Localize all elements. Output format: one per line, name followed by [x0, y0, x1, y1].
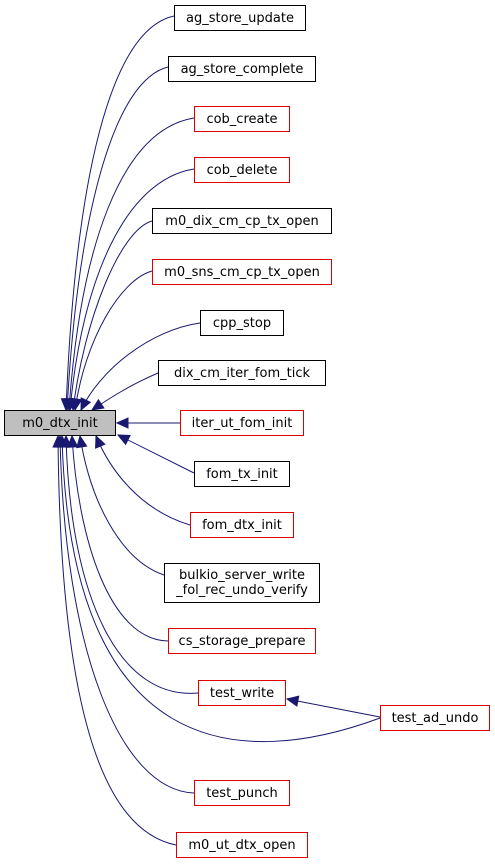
caller-node[interactable]: bulkio_server_write_fol_rec_undo_verify [164, 563, 320, 603]
caller-node[interactable]: cob_delete [194, 157, 290, 183]
node-label: bulkio_server_write [178, 568, 306, 583]
node-label: test_ad_undo [391, 710, 479, 726]
node-label: m0_sns_cm_cp_tx_open [164, 264, 320, 280]
edge-n16-to-root [57, 435, 177, 846]
edge-n14-to-n13 [286, 698, 381, 718]
node-label: ag_store_complete [180, 61, 304, 77]
root-node: m0_dtx_init [4, 410, 116, 436]
edge-n10-to-root [95, 435, 191, 526]
caller-node[interactable]: m0_ut_dtx_open [176, 832, 308, 858]
edge-arrowhead [95, 434, 106, 449]
edge-n4-to-root [72, 220, 153, 411]
edge-arrowhead [90, 398, 105, 411]
node-label: test_punch [206, 785, 278, 801]
caller-node[interactable]: ag_store_complete [168, 56, 316, 82]
caller-node[interactable]: fom_dtx_init [190, 512, 294, 538]
caller-node[interactable]: m0_sns_cm_cp_tx_open [152, 259, 332, 285]
node-label: cpp_stop [212, 315, 272, 331]
caller-node[interactable]: m0_dix_cm_cp_tx_open [152, 208, 332, 234]
node-label: _fol_rec_undo_verify [176, 583, 308, 598]
caller-node[interactable]: cpp_stop [200, 310, 284, 336]
caller-node[interactable]: ag_store_update [174, 5, 306, 31]
edge-n14-to-root [61, 435, 381, 743]
edge-n6-to-root [80, 322, 201, 411]
node-label: test_write [209, 685, 275, 701]
edge-n3-to-root [69, 168, 195, 411]
edge-arrowhead [80, 397, 92, 412]
node-label: ag_store_update [186, 10, 294, 26]
caller-node[interactable]: cob_create [194, 106, 290, 132]
caller-node[interactable]: cs_storage_prepare [168, 628, 316, 654]
edge-n9-to-root [117, 434, 195, 474]
node-label: m0_dtx_init [22, 415, 98, 431]
edge-arrowhead [76, 434, 88, 449]
edge-n12-to-root [71, 435, 169, 642]
node-label: iter_ut_fom_init [191, 415, 293, 431]
caller-node[interactable]: test_ad_undo [380, 705, 490, 731]
edge-n2-to-root [68, 117, 195, 411]
caller-node[interactable]: test_write [198, 680, 286, 706]
edge-arrowhead [116, 434, 131, 446]
edge-n13-to-root [65, 435, 199, 694]
edge-n1-to-root [66, 66, 169, 411]
edge-n5-to-root [74, 270, 153, 411]
node-label: cs_storage_prepare [178, 633, 306, 649]
node-label: dix_cm_iter_fom_tick [174, 365, 310, 381]
caller-node[interactable]: dix_cm_iter_fom_tick [158, 360, 326, 386]
node-label: fom_tx_init [206, 466, 278, 482]
edge-n15-to-root [59, 435, 195, 794]
edge-n11-to-root [79, 435, 165, 576]
node-label: cob_delete [206, 162, 278, 178]
node-label: cob_create [206, 111, 278, 127]
node-label: fom_dtx_init [202, 517, 282, 533]
caller-node[interactable]: fom_tx_init [194, 461, 290, 487]
edge-arrowhead [70, 397, 83, 412]
caller-node[interactable]: test_punch [194, 780, 290, 806]
edge-arrowhead [285, 695, 300, 707]
caller-node[interactable]: iter_ut_fom_init [180, 410, 304, 436]
node-label: m0_dix_cm_cp_tx_open [165, 213, 319, 229]
node-label: m0_ut_dtx_open [188, 837, 296, 853]
edge-arrowhead [52, 434, 64, 448]
edge-arrowhead [115, 417, 129, 429]
edge-n0-to-root [65, 15, 175, 411]
